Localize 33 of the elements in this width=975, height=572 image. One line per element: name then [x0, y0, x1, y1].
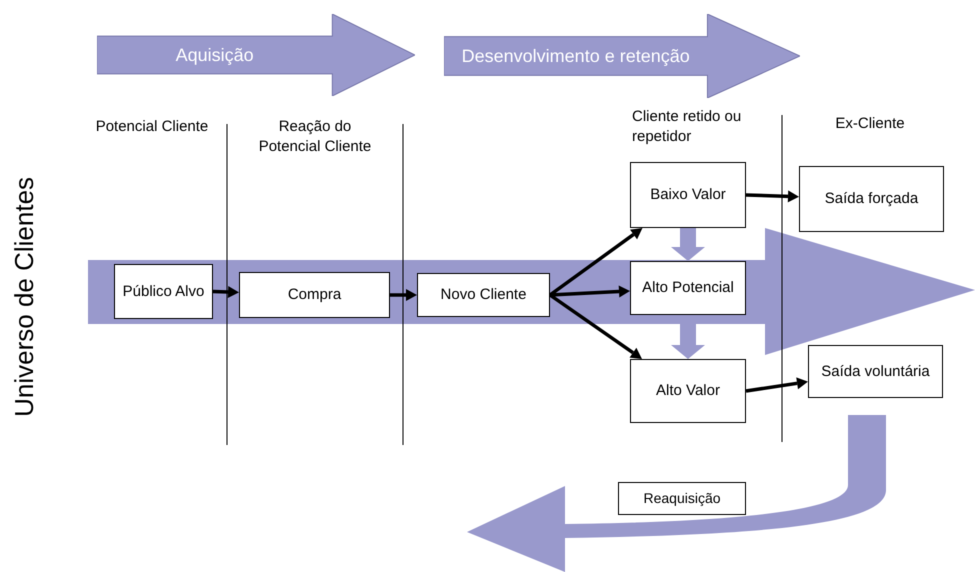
banner-arrow: [444, 14, 800, 98]
process-box: [114, 264, 213, 319]
banner-arrow: [97, 14, 415, 96]
node-label: Alto Valor: [655, 381, 721, 401]
process-box: [630, 359, 746, 423]
arrow: [746, 377, 808, 393]
node-label: Aquisição: [174, 44, 255, 66]
process-box: [808, 345, 943, 398]
node-label: Alto Potencial: [641, 278, 735, 298]
arrow: [390, 289, 417, 301]
process-box: [630, 162, 746, 228]
node-label: Saída voluntária: [820, 362, 931, 382]
node-label: Público Alvo: [122, 282, 206, 302]
node-label: Desenvolvimento e retenção: [460, 46, 691, 66]
column-header: Ex-Cliente: [834, 114, 906, 134]
axis-title: Universo de Clientes: [8, 176, 40, 419]
block-arrow: [671, 228, 705, 261]
node-label: Reaquisição: [642, 489, 722, 508]
process-box: [239, 272, 390, 318]
column-header: Cliente retido ou repetidor: [632, 107, 742, 146]
process-box: [618, 482, 746, 515]
arrow: [549, 294, 642, 359]
column-header: Reação do Potencial Cliente: [258, 117, 372, 156]
node-label: Novo Cliente: [440, 285, 528, 306]
column-header: Potencial Cliente: [94, 117, 210, 136]
arrow: [746, 190, 799, 202]
node-label: Saída forçada: [824, 189, 920, 209]
arrow: [212, 286, 239, 298]
process-box: [417, 273, 550, 317]
node-label: Baixo Valor: [649, 185, 727, 205]
node-label: Compra: [286, 285, 342, 306]
process-box: [630, 261, 746, 315]
process-box: [799, 166, 944, 232]
